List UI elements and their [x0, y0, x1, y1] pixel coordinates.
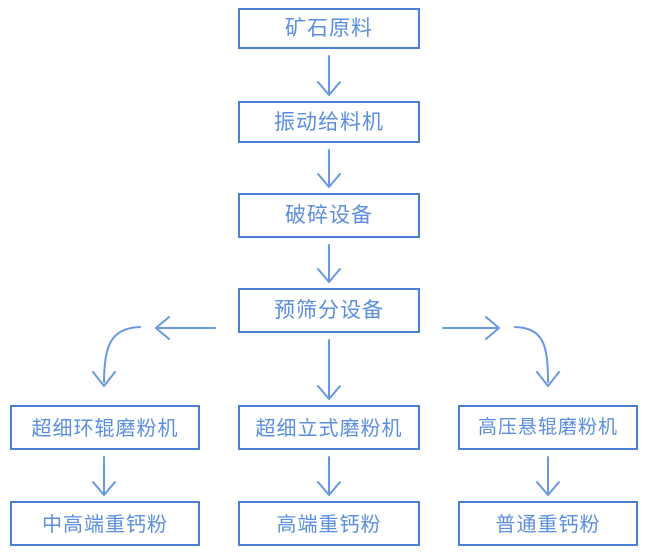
- node-product-ordinary-heavy-calcium-powder[interactable]: 普通重钙粉: [458, 501, 638, 546]
- node-label: 超细立式磨粉机: [255, 415, 403, 440]
- node-product-high-end-heavy-calcium-powder[interactable]: 高端重钙粉: [238, 501, 420, 546]
- node-label: 预筛分设备: [274, 298, 384, 322]
- arrow-prescreen-to-mill-left-horizontal: [155, 316, 216, 340]
- arrow-prescreen-to-mill-right-horizontal: [442, 316, 500, 340]
- arrow-mill-right-to-product-right: [536, 456, 560, 496]
- node-ultrafine-vertical-mill[interactable]: 超细立式磨粉机: [238, 405, 420, 450]
- node-ultrafine-ring-roller-mill[interactable]: 超细环辊磨粉机: [10, 405, 200, 450]
- node-pre-screening-equipment[interactable]: 预筛分设备: [238, 288, 420, 333]
- arrow-feeder-to-crusher: [317, 149, 341, 188]
- node-label: 高端重钙粉: [276, 511, 382, 536]
- arrow-crusher-to-prescreen: [317, 244, 341, 283]
- arrow-prescreen-to-mill-left-curve: [92, 326, 141, 387]
- arrow-prescreen-to-mill-right-curve: [514, 326, 560, 387]
- node-ore-raw-material[interactable]: 矿石原料: [238, 8, 420, 49]
- arrow-mill-center-to-product-center: [317, 456, 341, 496]
- node-vibrating-feeder[interactable]: 振动给料机: [238, 101, 420, 143]
- arrow-ore-to-feeder: [317, 55, 341, 96]
- node-label: 普通重钙粉: [495, 511, 601, 536]
- node-label: 振动给料机: [274, 109, 384, 134]
- node-label: 破碎设备: [285, 203, 373, 227]
- node-product-mid-high-end-heavy-calcium-powder[interactable]: 中高端重钙粉: [10, 501, 200, 546]
- arrow-mill-left-to-product-left: [92, 456, 116, 496]
- node-label: 超细环辊磨粉机: [31, 415, 179, 440]
- node-high-pressure-suspension-roller-mill[interactable]: 高压悬辊磨粉机: [458, 405, 638, 450]
- node-crushing-equipment[interactable]: 破碎设备: [238, 193, 420, 238]
- node-label: 矿石原料: [285, 16, 373, 40]
- arrow-prescreen-to-mill-center: [317, 339, 341, 400]
- node-label: 高压悬辊磨粉机: [477, 416, 618, 438]
- node-label: 中高端重钙粉: [42, 511, 168, 536]
